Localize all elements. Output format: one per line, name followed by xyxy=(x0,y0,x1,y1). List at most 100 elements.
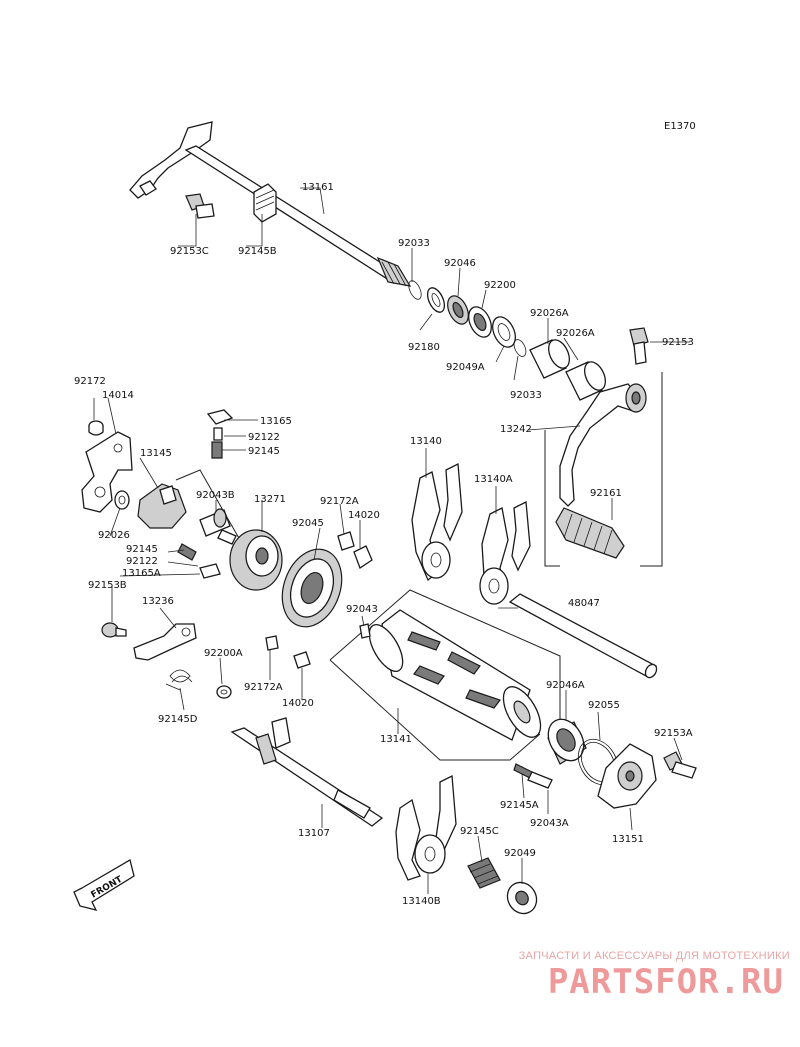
label-92046A[interactable]: 92046A xyxy=(546,680,585,691)
bearing-92045[interactable] xyxy=(272,541,352,635)
label-13140B[interactable]: 13140B xyxy=(402,896,441,907)
label-92153C[interactable]: 92153C xyxy=(170,246,209,257)
label-13242[interactable]: 13242 xyxy=(500,424,532,435)
bolt-92153C[interactable] xyxy=(185,193,215,219)
shift-drum-13141[interactable] xyxy=(363,609,549,743)
shift-fork-13140[interactable] xyxy=(411,462,463,582)
cap-92172A-lower[interactable] xyxy=(265,635,279,651)
arm-13145[interactable] xyxy=(137,483,187,529)
collar-92043B[interactable] xyxy=(199,508,237,545)
bolt-92153A[interactable] xyxy=(663,751,697,779)
shift-rod-48047[interactable] xyxy=(508,593,659,680)
label-92046[interactable]: 92046 xyxy=(444,258,476,269)
roller-13165[interactable] xyxy=(206,409,234,425)
shift-shaft-13107[interactable] xyxy=(230,717,384,827)
drum-group-bracket xyxy=(329,589,561,761)
label-92026[interactable]: 92026 xyxy=(98,530,130,541)
pin-92043[interactable] xyxy=(359,623,371,639)
cap-92172A[interactable] xyxy=(337,531,355,551)
label-92043A[interactable]: 92043A xyxy=(530,818,569,829)
label-92055[interactable]: 92055 xyxy=(588,700,620,711)
label-13140A[interactable]: 13140A xyxy=(474,474,513,485)
label-92200[interactable]: 92200 xyxy=(484,280,516,291)
washer-92200A[interactable] xyxy=(216,685,232,699)
label-13140[interactable]: 13140 xyxy=(410,436,442,447)
label-92161[interactable]: 92161 xyxy=(590,488,622,499)
spring-92145-lower[interactable] xyxy=(177,543,197,561)
label-92153B[interactable]: 92153B xyxy=(88,580,127,591)
label-14020-lower[interactable]: 14020 xyxy=(282,698,314,709)
pin-92122[interactable] xyxy=(213,427,223,441)
label-92153[interactable]: 92153 xyxy=(662,337,694,348)
bearing-92046A[interactable] xyxy=(541,713,591,767)
spring-92145C[interactable] xyxy=(467,857,501,889)
label-92172[interactable]: 92172 xyxy=(74,376,106,387)
label-92033[interactable]: 92033 xyxy=(398,238,430,249)
roller-13165A[interactable] xyxy=(199,563,221,579)
lever-13236[interactable] xyxy=(133,623,197,661)
label-92026A-2[interactable]: 92026A xyxy=(556,328,595,339)
circlip-92033[interactable] xyxy=(406,279,424,301)
label-13161[interactable]: 13161 xyxy=(302,182,334,193)
plate-14014[interactable] xyxy=(81,431,133,513)
label-92122-lower[interactable]: 92122 xyxy=(126,556,158,567)
label-14020[interactable]: 14020 xyxy=(348,510,380,521)
label-13107[interactable]: 13107 xyxy=(298,828,330,839)
drum-cam-13151[interactable] xyxy=(597,743,657,809)
label-92153A[interactable]: 92153A xyxy=(654,728,693,739)
label-92145-lower[interactable]: 92145 xyxy=(126,544,158,555)
seal-92049[interactable] xyxy=(502,877,542,919)
label-92049[interactable]: 92049 xyxy=(504,848,536,859)
label-92145[interactable]: 92145 xyxy=(248,446,280,457)
bolt-92153B[interactable] xyxy=(101,622,127,638)
label-48047[interactable]: 48047 xyxy=(568,598,600,609)
spring-92145A[interactable] xyxy=(513,763,553,789)
snap-spring-92145B[interactable] xyxy=(253,183,277,223)
front-arrow-icon: FRONT xyxy=(73,859,135,911)
bearing-92046[interactable] xyxy=(444,293,473,328)
label-13165[interactable]: 13165 xyxy=(260,416,292,427)
shift-fork-13140A[interactable] xyxy=(479,500,531,605)
shift-pedal-13242[interactable] xyxy=(559,383,647,507)
label-92180[interactable]: 92180 xyxy=(408,342,440,353)
shift-fork-13140B[interactable] xyxy=(395,774,457,881)
label-92172A[interactable]: 92172A xyxy=(320,496,359,507)
watermark-tagline: ЗАПЧАСТИ И АКСЕССУАРЫ ДЛЯ МОТОТЕХНИКИ xyxy=(518,950,790,962)
label-92145A[interactable]: 92145A xyxy=(500,800,539,811)
label-92045[interactable]: 92045 xyxy=(292,518,324,529)
label-92026A-1[interactable]: 92026A xyxy=(530,308,569,319)
label-92145C[interactable]: 92145C xyxy=(460,826,499,837)
label-92172A-lower[interactable]: 92172A xyxy=(244,682,283,693)
label-13165A[interactable]: 13165A xyxy=(122,568,161,579)
label-92145D[interactable]: 92145D xyxy=(158,714,198,725)
clip-14020[interactable] xyxy=(353,545,373,569)
spring-92145[interactable] xyxy=(211,441,223,459)
label-92043[interactable]: 92043 xyxy=(346,604,378,615)
label-13141[interactable]: 13141 xyxy=(380,734,412,745)
label-13151[interactable]: 13151 xyxy=(612,834,644,845)
collar-92026A[interactable] xyxy=(529,337,609,401)
circlip-92033-b[interactable] xyxy=(512,338,529,359)
part-labels: 13161 92153C 92145B 92033 92046 92200 92… xyxy=(74,182,694,907)
label-92049A[interactable]: 92049A xyxy=(446,362,485,373)
label-92200A[interactable]: 92200A xyxy=(204,648,243,659)
spring-92145D[interactable] xyxy=(165,669,193,691)
label-92122[interactable]: 92122 xyxy=(248,432,280,443)
pedal-rubber-92161[interactable] xyxy=(555,507,625,559)
label-14014[interactable]: 14014 xyxy=(102,390,134,401)
label-13236[interactable]: 13236 xyxy=(142,596,174,607)
gear-13271[interactable] xyxy=(229,529,283,591)
label-13145[interactable]: 13145 xyxy=(140,448,172,459)
oil-seal-92200[interactable] xyxy=(464,303,496,340)
clip-14020-lower[interactable] xyxy=(293,651,311,669)
cap-92172[interactable] xyxy=(88,420,104,436)
label-92145B[interactable]: 92145B xyxy=(238,246,277,257)
label-13271[interactable]: 13271 xyxy=(254,494,286,505)
shift-shaft-13161[interactable] xyxy=(129,121,412,287)
label-92043B[interactable]: 92043B xyxy=(196,490,235,501)
label-92033-b[interactable]: 92033 xyxy=(510,390,542,401)
washer-92180[interactable] xyxy=(424,285,448,314)
seal-92049A[interactable] xyxy=(488,313,520,350)
washer-92026[interactable] xyxy=(114,490,130,510)
bolt-92153[interactable] xyxy=(629,327,649,365)
